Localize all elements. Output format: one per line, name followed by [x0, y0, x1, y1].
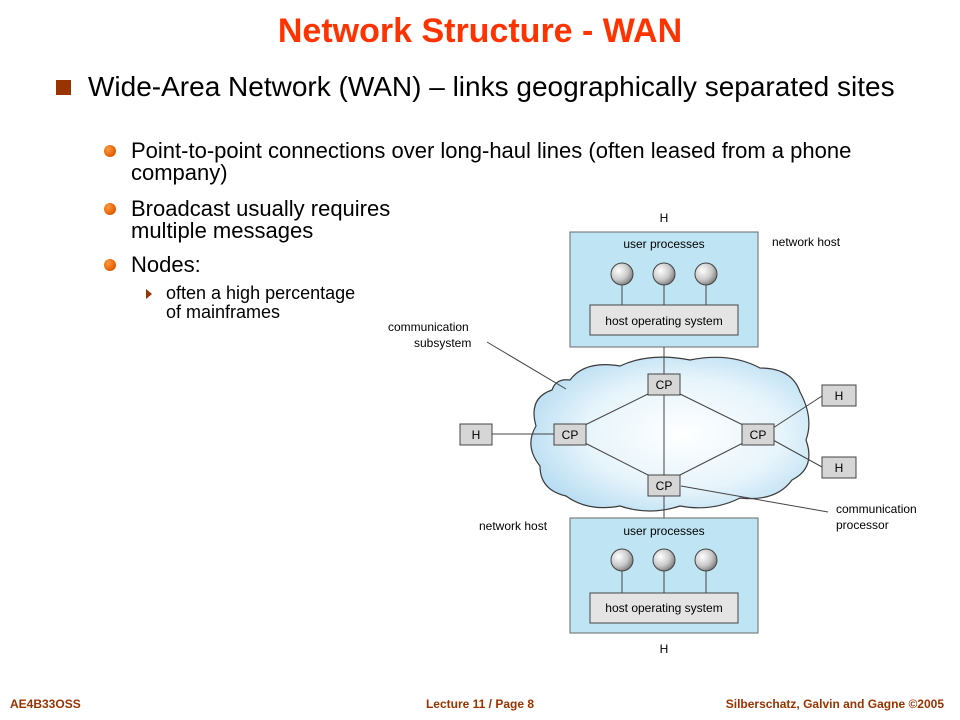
cp-node-right-label: CP — [750, 428, 767, 442]
sub-bullet-nodes: Nodes: — [104, 252, 331, 277]
top-host-h-label: H — [660, 211, 669, 225]
triangle-bullet-icon — [146, 289, 152, 299]
sub-bullet-point-to-point: Point-to-point connections over long-hau… — [104, 138, 931, 185]
h-node-right-bottom — [821, 456, 857, 479]
process-circle-icon — [652, 262, 676, 286]
process-circle-icon — [610, 548, 634, 572]
cp-node-top — [647, 373, 681, 396]
square-bullet-icon — [56, 80, 71, 95]
top-host-os-box — [589, 304, 739, 336]
sub-bullet-point-to-point-text: Point-to-point connections over long-hau… — [131, 138, 852, 185]
h-node-left — [459, 423, 493, 446]
process-circle-icon — [610, 262, 634, 286]
comm-subsystem-label-line2: subsystem — [414, 336, 471, 350]
network-host-label-bottom: network host — [479, 519, 548, 533]
comm-processor-label-line2: processor — [836, 518, 889, 532]
round-bullet-icon — [104, 259, 116, 271]
sub-sub-bullet-mainframes: often a high percentage of mainframes — [146, 283, 426, 322]
sub-bullet-broadcast: Broadcast usually requires multiple mess… — [104, 196, 461, 243]
round-bullet-icon — [104, 145, 116, 157]
top-user-processes-label: user processes — [623, 237, 704, 251]
bottom-user-processes-label: user processes — [623, 524, 704, 538]
sub-bullet-broadcast-line1: Broadcast usually requires — [131, 196, 391, 221]
cp-node-left — [553, 423, 587, 446]
cp-node-left-label: CP — [562, 428, 579, 442]
round-bullet-icon — [104, 203, 116, 215]
communication-subsystem-cloud — [530, 356, 810, 512]
process-circle-icon — [694, 548, 718, 572]
sub-bullet-nodes-text: Nodes: — [131, 252, 201, 277]
cp-node-bottom-label: CP — [656, 479, 673, 493]
process-circle-icon — [694, 262, 718, 286]
h-node-right-top — [821, 384, 857, 407]
process-circle-icon — [652, 548, 676, 572]
footer-course-code: AE4B33OSS — [10, 697, 81, 711]
bullet-wan-text: Wide-Area Network (WAN) – links geograph… — [88, 71, 895, 102]
footer-copyright: Silberschatz, Galvin and Gagne ©2005 — [725, 697, 944, 711]
bottom-host-h-label: H — [660, 642, 669, 656]
bottom-host-os-label: host operating system — [605, 601, 722, 615]
comm-processor-label-line1: communication — [836, 502, 917, 516]
cp-node-right — [741, 423, 775, 446]
comm-subsystem-label-line1: communication — [388, 320, 469, 334]
footer-page-number: Lecture 11 / Page 8 — [425, 697, 535, 711]
sub-sub-bullet-mainframes-line2: of mainframes — [166, 302, 281, 322]
sub-bullet-broadcast-line2: multiple messages — [131, 218, 314, 243]
sub-sub-bullet-mainframes-line1: often a high percentage — [166, 283, 356, 303]
bottom-host-os-box — [589, 592, 739, 624]
top-host-os-label: host operating system — [605, 314, 722, 328]
h-node-right-top-label: H — [835, 389, 844, 403]
network-host-label-top: network host — [772, 235, 841, 249]
slide-title: Network Structure - WAN — [277, 12, 683, 50]
cp-node-top-label: CP — [656, 378, 673, 392]
h-node-left-label: H — [472, 428, 481, 442]
h-node-right-bottom-label: H — [835, 461, 844, 475]
cp-node-bottom — [647, 474, 681, 497]
